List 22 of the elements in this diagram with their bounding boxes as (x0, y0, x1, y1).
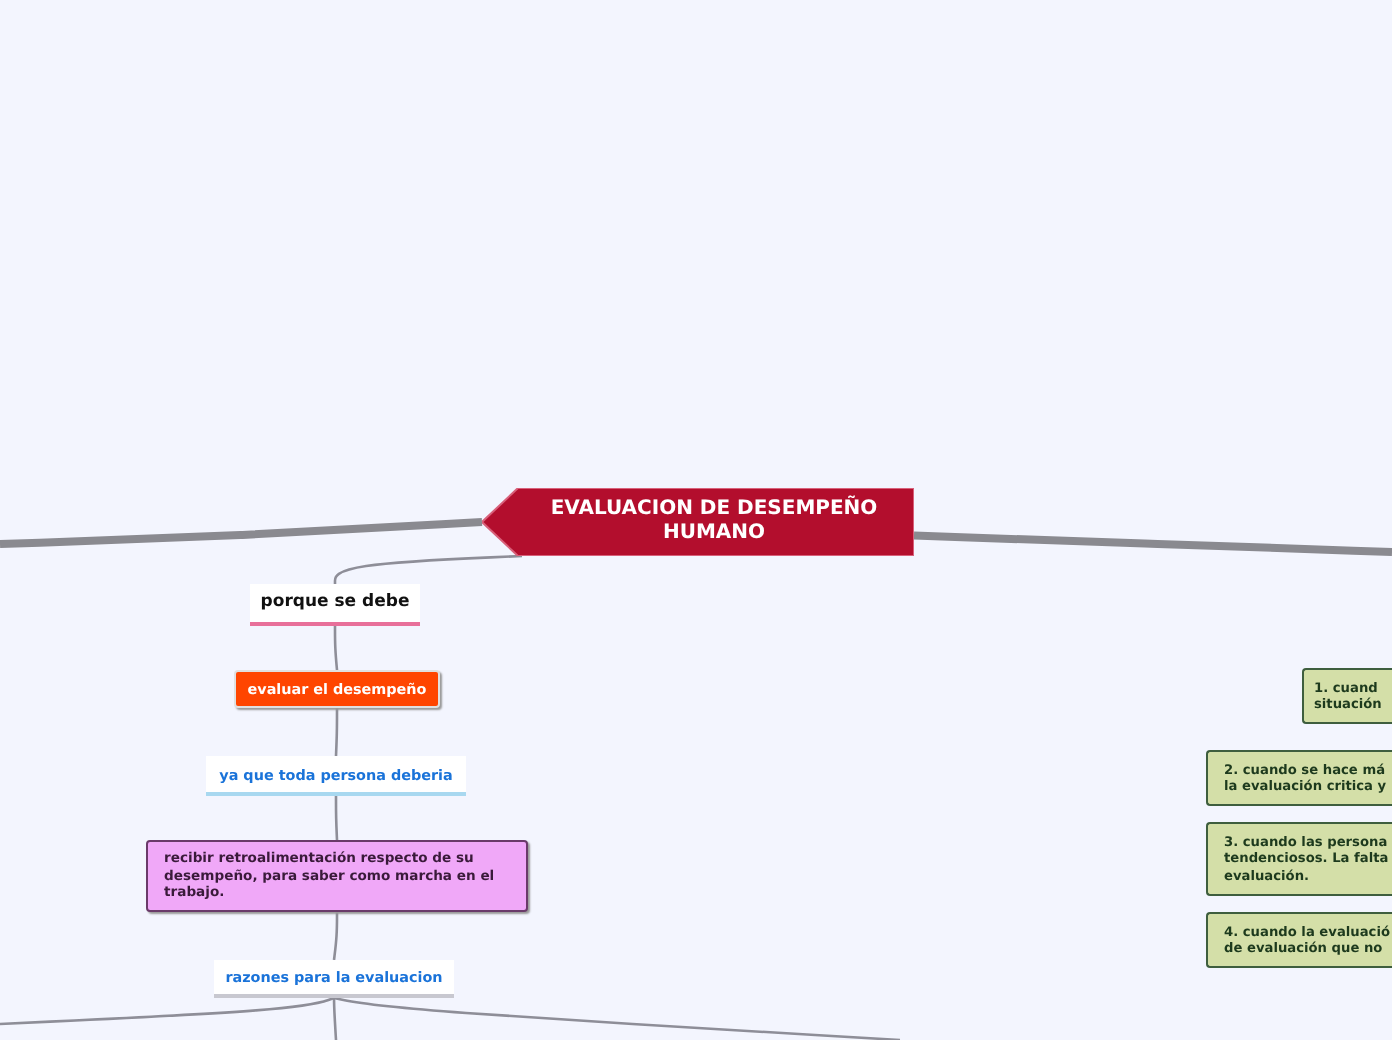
connector-line (913, 531, 1392, 556)
node-text: EVALUACION DE DESEMPEÑO HUMANO (548, 497, 880, 547)
title-banner (482, 488, 914, 556)
note-box (1206, 750, 1392, 806)
note-box (1302, 668, 1392, 724)
connector-line (333, 996, 901, 1040)
topic-label (214, 960, 454, 998)
connector-line (333, 554, 523, 584)
connector-line (332, 912, 339, 961)
connector-line (333, 626, 339, 671)
topic-label (206, 756, 466, 796)
connector-line (332, 997, 338, 1040)
note-box (1206, 822, 1392, 896)
note-box (1206, 912, 1392, 968)
connector-line (0, 518, 483, 548)
connector-line (334, 796, 339, 841)
topic-box (234, 670, 440, 708)
note-box (146, 840, 528, 912)
connector-line (334, 708, 339, 757)
connector-line (0, 996, 335, 1026)
node-text: porque se debe (260, 592, 410, 614)
topic-label (250, 584, 420, 626)
